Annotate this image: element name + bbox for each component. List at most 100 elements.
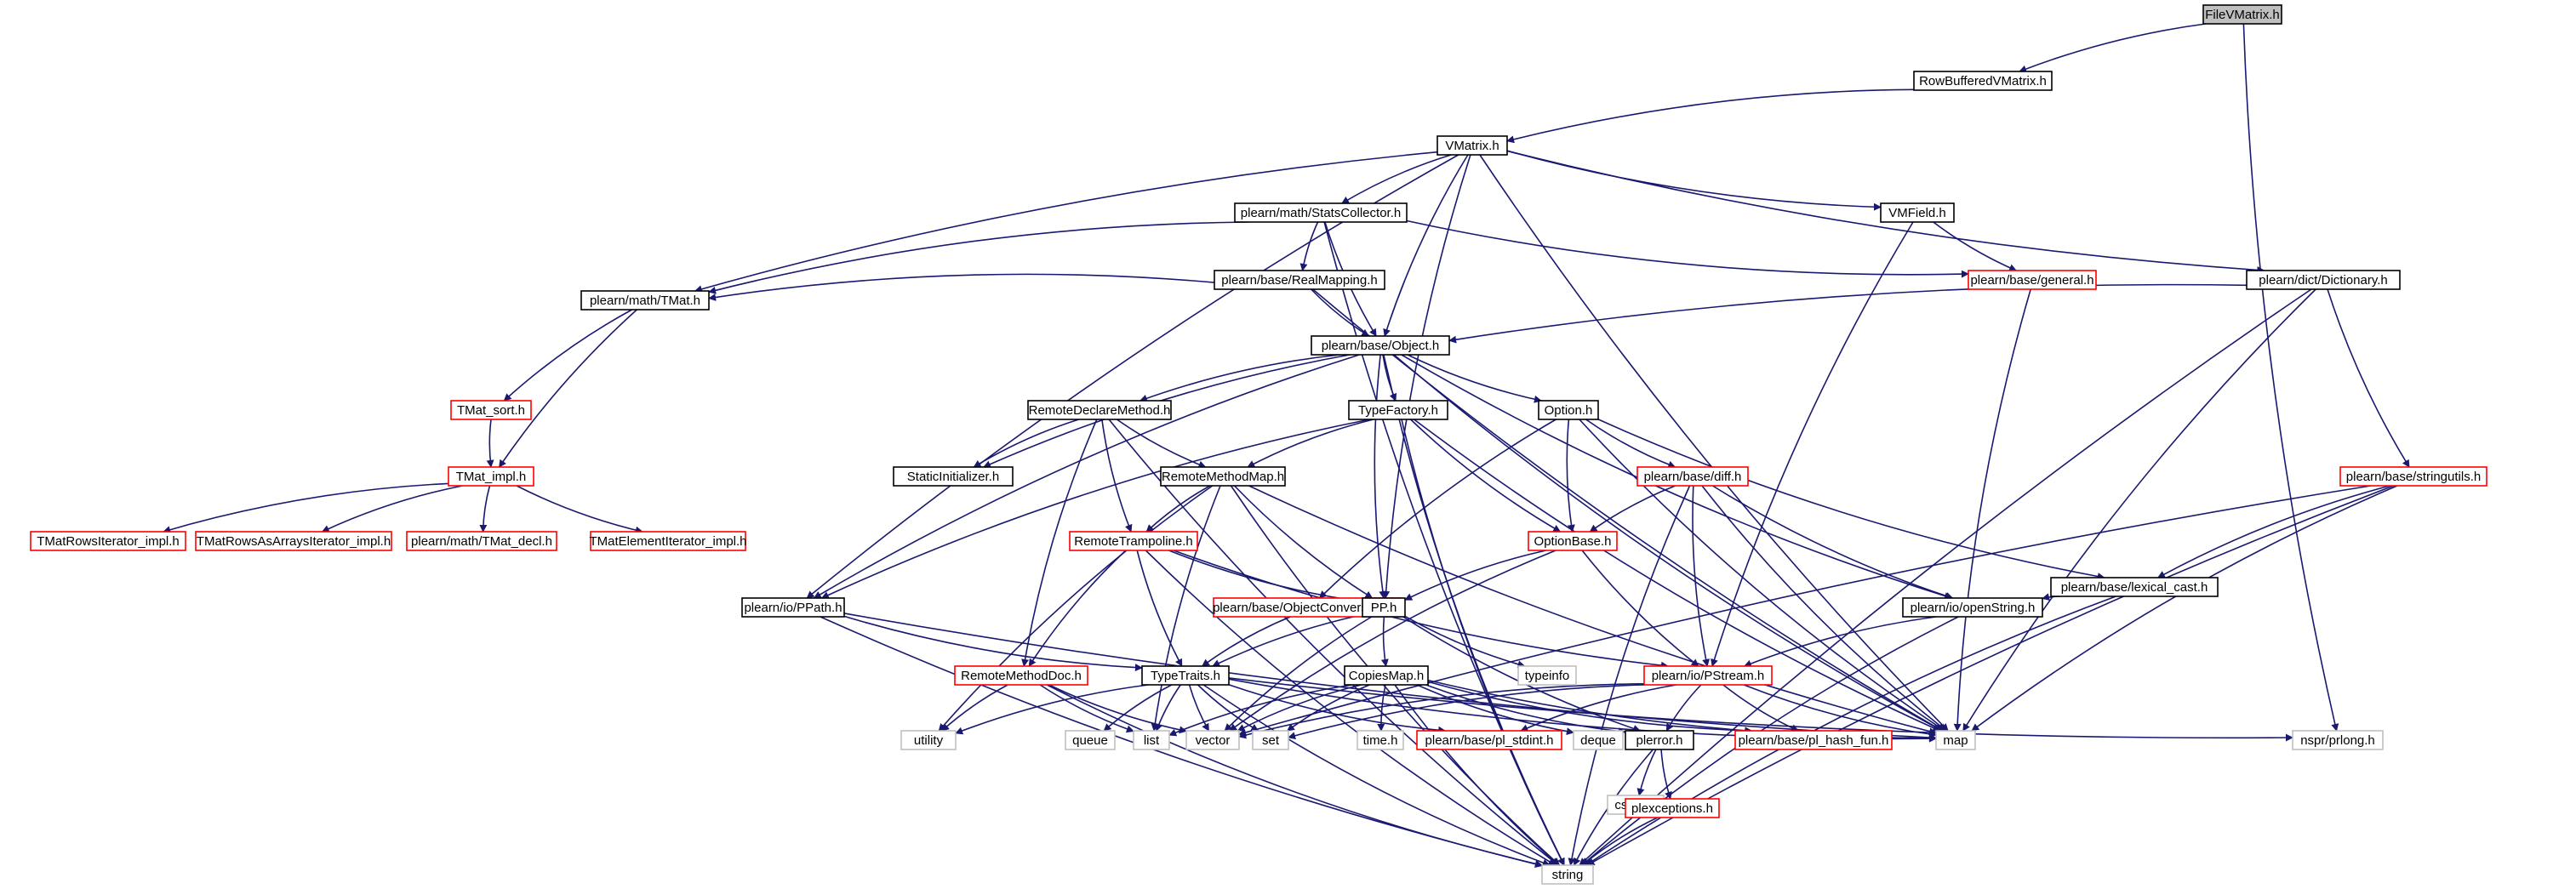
edge-copiesmap-to-vector	[1237, 684, 1362, 732]
node-vmfield[interactable]: VMField.h	[1880, 202, 1955, 223]
node-tmatdecl[interactable]: plearn/math/TMat_decl.h	[406, 531, 557, 551]
node-typetraits[interactable]: TypeTraits.h	[1141, 665, 1230, 686]
node-label: OptionBase.h	[1534, 534, 1612, 549]
node-tmrows[interactable]: TMatRowsIterator_impl.h	[30, 531, 186, 551]
node-object[interactable]: plearn/base/Object.h	[1311, 335, 1450, 356]
edge-remdoc-to-list	[1039, 684, 1134, 733]
edge-pp-to-typeinfo	[1404, 615, 1526, 669]
node-box	[1348, 400, 1448, 420]
edge-typefact-to-pppath	[820, 419, 1370, 599]
node-tmatsort[interactable]: TMat_sort.h	[450, 400, 532, 420]
node-rowbuf[interactable]: RowBufferedVMatrix.h	[1913, 71, 2053, 91]
node-label: plearn/io/openString.h	[1911, 601, 2036, 615]
edge-remmap-to-map	[1248, 485, 1937, 736]
edge-stats-to-realmap	[1299, 221, 1319, 271]
edge-stringutils-to-lexcast	[2157, 485, 2390, 578]
node-box	[2050, 577, 2219, 597]
node-box	[590, 531, 746, 551]
node-box	[1234, 202, 1408, 223]
node-label: plearn/base/lexical_cast.h	[2061, 580, 2208, 595]
node-box	[1185, 730, 1240, 750]
node-box	[1416, 730, 1562, 750]
node-tmelem[interactable]: TMatElementIterator_impl.h	[589, 531, 747, 551]
edge-pstream-to-map	[1743, 684, 1937, 738]
node-label: TypeFactory.h	[1358, 403, 1438, 418]
node-pstream[interactable]: plearn/io/PStream.h	[1643, 665, 1773, 686]
node-box	[1573, 730, 1624, 750]
node-box	[30, 531, 186, 551]
node-pp[interactable]: PP.h	[1362, 597, 1406, 618]
node-pppath[interactable]: plearn/io/PPath.h	[741, 597, 845, 618]
edge-option-to-objconv	[1318, 419, 1556, 599]
edge-typetraits-to-vector	[1188, 684, 1210, 732]
node-openstr[interactable]: plearn/io/openString.h	[1902, 597, 2043, 618]
edge-remmap-to-remtramp	[1145, 485, 1211, 533]
edge-diff-to-optbase	[1589, 485, 1676, 533]
node-realmap[interactable]: plearn/base/RealMapping.h	[1214, 270, 1385, 290]
edge-pp-to-typetraits	[1212, 613, 1363, 667]
node-plexc[interactable]: plexceptions.h	[1625, 798, 1720, 818]
node-filevm[interactable]: FileVMatrix.h	[2202, 4, 2282, 25]
edge-remtramp-to-typetraits	[1136, 550, 1183, 667]
node-stats[interactable]: plearn/math/StatsCollector.h	[1234, 202, 1408, 223]
node-label: typeinfo	[1525, 669, 1570, 683]
node-tmatimpl[interactable]: TMat_impl.h	[448, 466, 534, 487]
edge-object-to-remdecl	[1139, 354, 1340, 402]
node-general[interactable]: plearn/base/general.h	[1968, 270, 2097, 290]
node-utility: utility	[900, 730, 957, 750]
node-label: TMat_impl.h	[456, 470, 527, 484]
node-label: StaticInitializer.h	[907, 470, 999, 484]
edge-filevm-to-nsprlong	[2242, 23, 2339, 732]
node-optbase[interactable]: OptionBase.h	[1528, 531, 1618, 551]
edge-pp-to-copiesmap	[1380, 616, 1389, 667]
node-box	[1517, 665, 1577, 686]
node-label: deque	[1580, 733, 1616, 748]
node-label: string	[1552, 868, 1584, 882]
edge-object-to-map	[1393, 354, 1943, 732]
node-dict[interactable]: plearn/dict/Dictionary.h	[2246, 270, 2401, 290]
node-label: plearn/base/stringutils.h	[2346, 470, 2481, 484]
node-hashfun[interactable]: plearn/base/pl_hash_fun.h	[1734, 730, 1893, 750]
edge-tmat-to-tmatsort	[503, 309, 632, 402]
node-typefact[interactable]: TypeFactory.h	[1348, 400, 1448, 420]
node-copiesmap[interactable]: CopiesMap.h	[1344, 665, 1429, 686]
node-plerror[interactable]: plerror.h	[1625, 730, 1694, 750]
node-tmat[interactable]: plearn/math/TMat.h	[580, 290, 710, 311]
node-remdecl[interactable]: RemoteDeclareMethod.h	[1027, 400, 1172, 420]
node-label: RemoteDeclareMethod.h	[1029, 403, 1171, 418]
node-box	[2246, 270, 2401, 290]
node-staticinit[interactable]: StaticInitializer.h	[893, 466, 1014, 487]
node-label: Option.h	[1545, 403, 1593, 418]
node-option[interactable]: Option.h	[1538, 400, 1599, 420]
node-label: FileVMatrix.h	[2205, 8, 2280, 22]
edge-typetraits-to-stdint	[1228, 684, 1447, 734]
edge-vmatrix-to-object	[1383, 154, 1469, 337]
node-remtramp[interactable]: RemoteTrampoline.h	[1069, 531, 1198, 551]
node-label: nspr/prlong.h	[2300, 733, 2375, 748]
node-label: RemoteMethodDoc.h	[961, 669, 1082, 683]
edge-remtramp-to-remdoc	[1028, 550, 1127, 667]
node-label: plearn/dict/Dictionary.h	[2259, 273, 2387, 288]
node-diff[interactable]: plearn/base/diff.h	[1636, 466, 1749, 487]
node-box	[1625, 730, 1694, 750]
node-stdint[interactable]: plearn/base/pl_stdint.h	[1416, 730, 1562, 750]
edge-copiesmap-to-plerror	[1425, 684, 1626, 736]
node-lexcast[interactable]: plearn/base/lexical_cast.h	[2050, 577, 2219, 597]
node-box	[1437, 135, 1508, 156]
edge-realmap-to-map	[1312, 288, 1944, 732]
node-label: VMatrix.h	[1445, 139, 1499, 153]
edge-tmatimpl-to-tmrowsarr	[321, 485, 463, 533]
node-label: queue	[1072, 733, 1108, 748]
node-label: time.h	[1363, 733, 1398, 748]
node-label: map	[1943, 733, 1968, 748]
node-box	[1538, 400, 1599, 420]
edge-objconv-to-typetraits	[1201, 616, 1291, 667]
node-vmatrix[interactable]: VMatrix.h	[1437, 135, 1508, 156]
node-tmrowsarr[interactable]: TMatRowsAsArraysIterator_impl.h	[195, 531, 392, 551]
edge-vmatrix-to-stats	[1341, 154, 1452, 204]
node-stringutils[interactable]: plearn/base/stringutils.h	[2339, 466, 2487, 487]
node-remmap[interactable]: RemoteMethodMap.h	[1160, 466, 1286, 487]
edge-vmatrix-to-map	[1479, 154, 1949, 732]
node-remdoc[interactable]: RemoteMethodDoc.h	[954, 665, 1088, 686]
edge-tmatsort-to-tmatimpl	[486, 419, 494, 468]
